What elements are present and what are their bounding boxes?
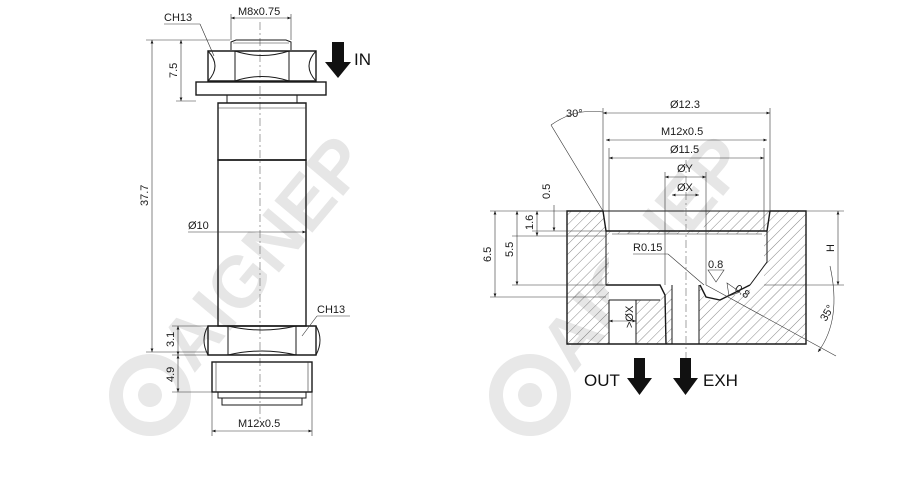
dim-diameter-10: Ø10 [188,220,209,232]
dim-37-7: 37.7 [139,185,151,206]
dim-7-5: 7.5 [168,63,180,78]
label-radius: R0.15 [633,242,662,254]
port-section-view: Ø12.3 M12x0.5 Ø11.5 ØY ØX 30° 0.5 1.6 5.… [482,99,844,395]
dim-d-x: ØX [677,182,694,194]
dim-5-5: 5.5 [504,242,516,257]
dim-3-1: 3.1 [165,332,177,347]
label-bottom-nut: CH13 [317,304,345,316]
out-arrow-icon [627,358,652,395]
angle-30: 30° [566,108,583,120]
watermark-left: AIGNEP [109,122,384,436]
exh-arrow-icon [673,358,698,395]
label-top-nut: CH13 [164,12,192,24]
label-in: IN [354,50,371,69]
roughness-symbol-icon [707,269,725,283]
fitting-view: IN M8x0.75 CH13 7.5 37.7 Ø10 CH13 3.1 [139,6,371,436]
watermark-text-left: AIGNEP [145,122,384,385]
dim-top-thread: M8x0.75 [238,6,280,18]
dim-h: H [825,244,837,252]
dim-0-5: 0.5 [541,184,553,199]
roughness-a: 0.8 [708,259,723,271]
label-out: OUT [584,371,620,390]
dim-d-11-5: Ø11.5 [670,144,699,156]
dim-d-y: ØY [677,163,694,175]
in-arrow-icon [325,42,351,78]
dim-4-9: 4.9 [165,367,177,382]
dim-bottom-thread: M12x0.5 [238,418,280,430]
dim-thread: M12x0.5 [661,126,703,138]
label-exh: EXH [703,371,738,390]
dim-6-5: 6.5 [482,247,494,262]
dim-d-12-3: Ø12.3 [670,99,700,111]
dim-min-dx: >ØX [624,305,636,328]
dim-1-6: 1.6 [524,215,536,230]
